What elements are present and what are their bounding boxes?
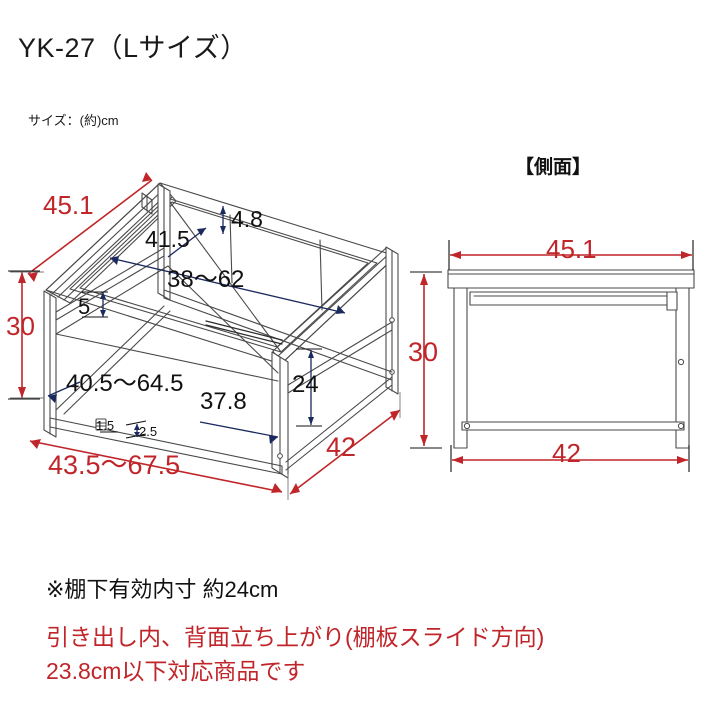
iso-dim-height: 30 xyxy=(6,311,35,341)
iso-dim-inner-width-range: 38〜62 xyxy=(167,266,245,293)
iso-dim-under-shelf-clearance: 24 xyxy=(292,371,319,398)
iso-dim-foot-small-b: 2.5 xyxy=(139,424,158,439)
side-dim-height: 30 xyxy=(408,337,439,367)
side-dim-top-width: 45.1 xyxy=(546,234,597,264)
iso-dim-rail-drop: 5 xyxy=(78,294,91,319)
note-compat-line-1: 引き出し内、背面立ち上がり(棚板スライド方向) xyxy=(46,624,545,650)
iso-dim-shelf-depth: 37.8 xyxy=(200,388,247,415)
note-shelf-clearance: ※棚下有効内寸 約24cm xyxy=(46,577,279,602)
note-compat-line-2: 23.8cm以下対応商品です xyxy=(46,658,306,684)
iso-dim-depth-top: 45.1 xyxy=(43,190,94,220)
iso-dim-foot-small-a: 1.5 xyxy=(96,418,115,433)
side-view-artwork xyxy=(447,269,695,449)
iso-dim-width-range: 43.5〜67.5 xyxy=(48,450,181,480)
iso-dim-shelf-width-range: 40.5〜64.5 xyxy=(66,370,184,397)
page-title: YK-27（Lサイズ） xyxy=(18,33,248,63)
side-dim-base-width: 42 xyxy=(552,438,581,468)
side-view-title: 【側面】 xyxy=(515,157,592,178)
iso-dim-inner-depth: 41.5 xyxy=(145,226,190,252)
isometric-dark-dimension-lines xyxy=(47,206,346,444)
size-unit-note: サイズ：(約)cm xyxy=(28,113,119,128)
iso-dim-top-rail-height: 4.8 xyxy=(231,206,263,232)
iso-dim-depth-bottom: 42 xyxy=(326,432,357,462)
